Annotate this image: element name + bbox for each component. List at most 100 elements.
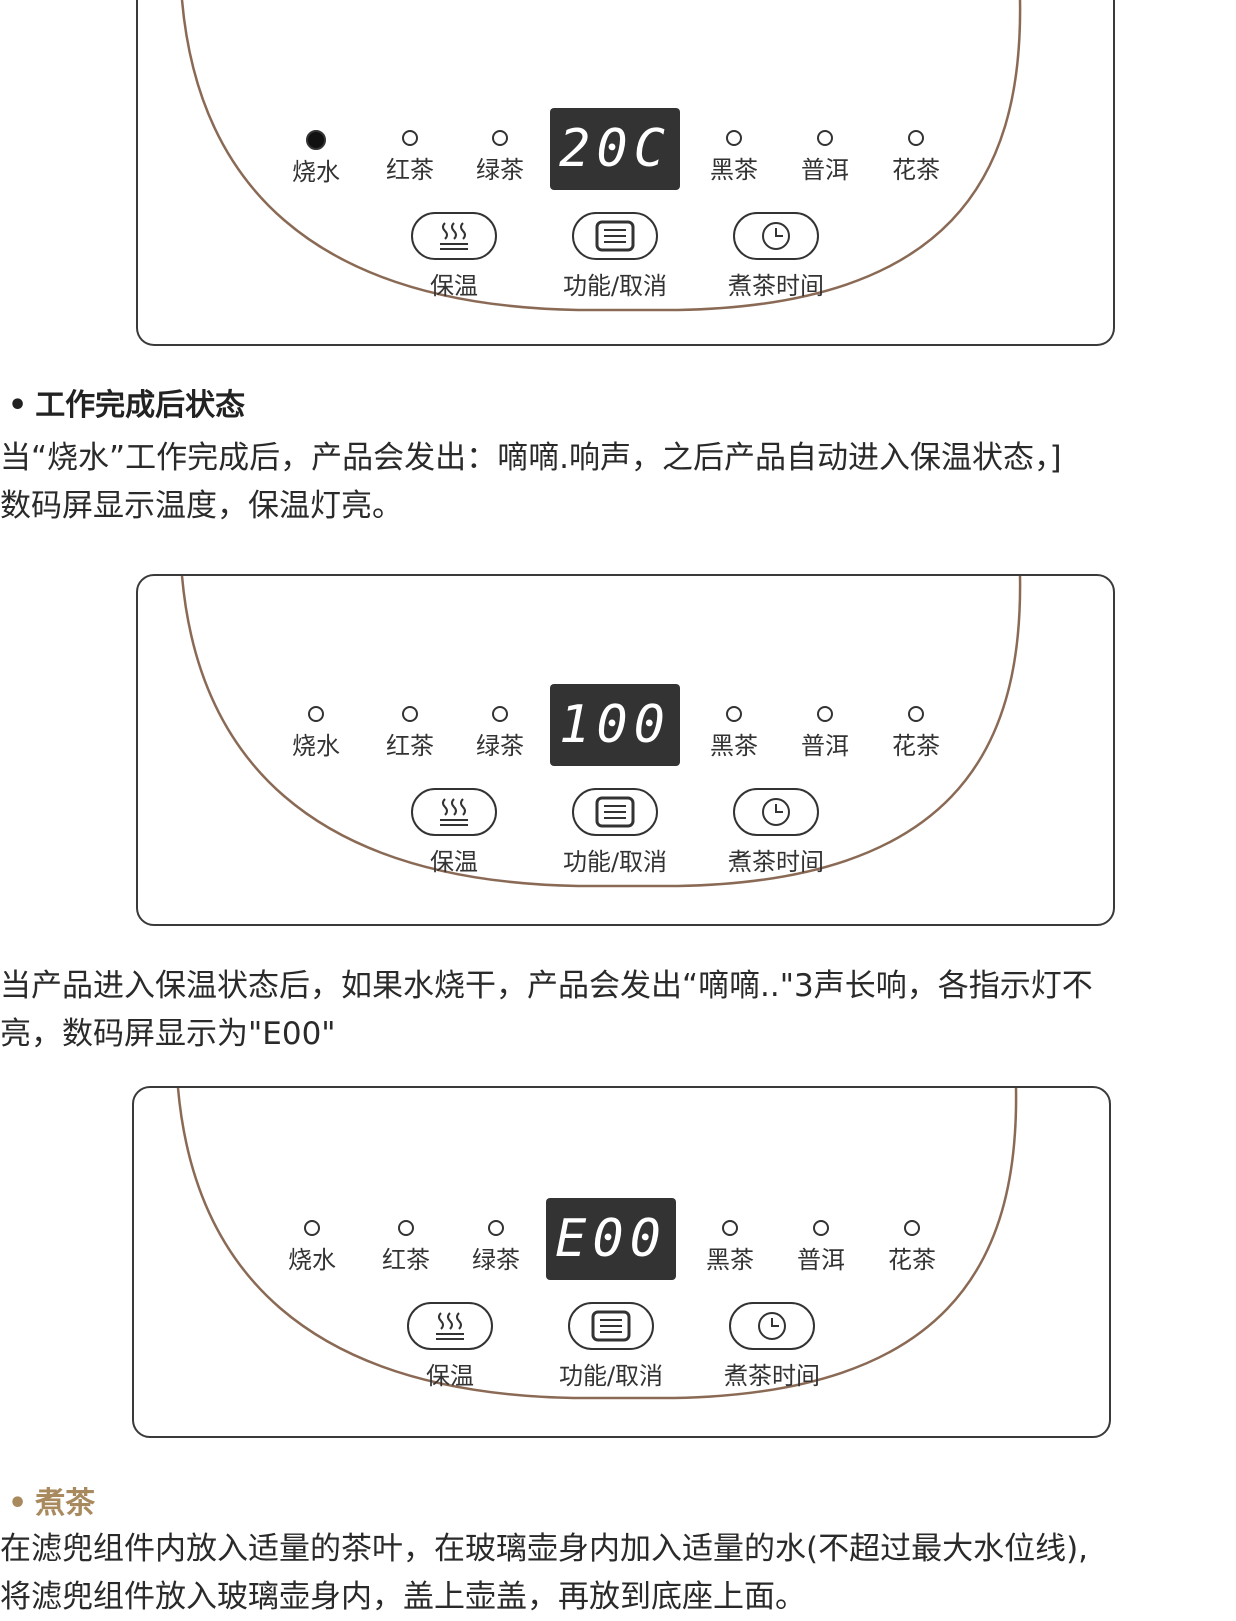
- indicator-puer: 普洱: [790, 130, 860, 185]
- indicator-light: [488, 1220, 504, 1236]
- paragraph: 在滤兜组件内放入适量的茶叶，在玻璃壶身内加入适量的水(不超过最大水位线), 将滤…: [0, 1525, 1236, 1621]
- paragraph-line: 亮，数码屏显示为"E00": [0, 1016, 336, 1052]
- paragraph-line: 数码屏显示温度，保温灯亮。: [0, 488, 403, 524]
- indicator-light: [726, 130, 742, 146]
- paragraph-line: 将滤兜组件放入玻璃壶身内，盖上壶盖，再放到底座上面。: [0, 1579, 806, 1615]
- indicator-label: 红茶: [386, 156, 434, 184]
- digital-display: E00: [546, 1198, 676, 1280]
- steam-icon: [440, 222, 468, 250]
- indicator-red-tea: 红茶: [371, 1220, 441, 1275]
- indicator-label: 黑茶: [706, 1246, 754, 1274]
- paragraph-line: 当产品进入保温状态后，如果水烧干，产品会发出“嘀嘀.."3声长响，各指示灯不: [0, 968, 1093, 1004]
- indicator-green-tea: 绿茶: [461, 1220, 531, 1275]
- brew-time-button: 煮茶时间: [702, 1302, 842, 1391]
- indicator-green-tea: 绿茶: [465, 706, 535, 761]
- paragraph: 当“烧水”工作完成后，产品会发出：嘀嘀.响声，之后产品自动进入保温状态，] 数码…: [0, 434, 1236, 530]
- indicator-light: [402, 130, 418, 146]
- indicator-boil: 烧水: [277, 1220, 347, 1275]
- paragraph: 当产品进入保温状态后，如果水烧干，产品会发出“嘀嘀.."3声长响，各指示灯不 亮…: [0, 962, 1236, 1058]
- indicator-puer: 普洱: [786, 1220, 856, 1275]
- section-heading-brew-tea: •煮茶: [8, 1478, 95, 1522]
- button-label: 保温: [426, 1362, 474, 1390]
- button-label: 保温: [430, 848, 478, 876]
- kettle-base-curve: [176, 1088, 1018, 1400]
- indicator-light: [722, 1220, 738, 1236]
- indicator-light: [908, 130, 924, 146]
- indicator-boil: 烧水: [281, 130, 351, 187]
- function-cancel-button: 功能/取消: [545, 788, 685, 877]
- indicator-label: 红茶: [386, 732, 434, 760]
- function-cancel-button: 功能/取消: [545, 212, 685, 301]
- button-label: 功能/取消: [562, 272, 668, 300]
- heading-text: 煮茶: [35, 1486, 96, 1521]
- indicator-light: [492, 706, 508, 722]
- indicator-label: 花茶: [888, 1246, 936, 1274]
- heading-text: 工作完成后状态: [35, 388, 246, 423]
- indicator-label: 烧水: [292, 158, 340, 186]
- button-label: 煮茶时间: [728, 272, 824, 300]
- indicator-label: 绿茶: [476, 156, 524, 184]
- function-cancel-button: 功能/取消: [541, 1302, 681, 1391]
- clock-icon: [762, 222, 790, 250]
- indicator-label: 绿茶: [476, 732, 524, 760]
- indicator-green-tea: 绿茶: [465, 130, 535, 185]
- indicator-label: 普洱: [801, 156, 849, 184]
- steam-icon: [440, 798, 468, 826]
- indicator-red-tea: 红茶: [375, 130, 445, 185]
- button-label: 煮茶时间: [728, 848, 824, 876]
- kettle-base-curve: [180, 576, 1022, 888]
- clock-icon: [758, 1312, 786, 1340]
- bullet: •: [8, 1486, 28, 1521]
- indicator-label: 黑茶: [710, 732, 758, 760]
- indicator-black-tea: 黑茶: [699, 706, 769, 761]
- indicator-light: [904, 1220, 920, 1236]
- keep-warm-button: 保温: [384, 788, 524, 877]
- indicator-label: 普洱: [801, 732, 849, 760]
- menu-icon: [595, 220, 635, 252]
- indicator-flower-tea: 花茶: [881, 706, 951, 761]
- indicator-label: 烧水: [288, 1246, 336, 1274]
- digital-display: 20C: [550, 108, 680, 190]
- keep-warm-button: 保温: [380, 1302, 520, 1391]
- indicator-label: 黑茶: [710, 156, 758, 184]
- indicator-light: [817, 706, 833, 722]
- indicator-red-tea: 红茶: [375, 706, 445, 761]
- button-label: 功能/取消: [558, 1362, 664, 1390]
- bullet: •: [8, 388, 28, 423]
- control-panel-diagram-3: 烧水 红茶 绿茶 E00 黑茶 普洱 花茶 保温 功能/取消 煮茶时间: [132, 1086, 1111, 1438]
- indicator-light: [304, 1220, 320, 1236]
- indicator-black-tea: 黑茶: [699, 130, 769, 185]
- indicator-light-on: [306, 130, 326, 150]
- button-label: 功能/取消: [562, 848, 668, 876]
- paragraph-line: 在滤兜组件内放入适量的茶叶，在玻璃壶身内加入适量的水(不超过最大水位线),: [0, 1531, 1089, 1567]
- indicator-light: [308, 706, 324, 722]
- indicator-light: [813, 1220, 829, 1236]
- indicator-puer: 普洱: [790, 706, 860, 761]
- brew-time-button: 煮茶时间: [706, 212, 846, 301]
- indicator-label: 烧水: [292, 732, 340, 760]
- button-label: 煮茶时间: [724, 1362, 820, 1390]
- section-heading-after-work: •工作完成后状态: [8, 380, 245, 424]
- kettle-base-curve: [180, 0, 1022, 312]
- indicator-light: [908, 706, 924, 722]
- indicator-boil: 烧水: [281, 706, 351, 761]
- button-label: 保温: [430, 272, 478, 300]
- indicator-black-tea: 黑茶: [695, 1220, 765, 1275]
- indicator-label: 绿茶: [472, 1246, 520, 1274]
- indicator-label: 花茶: [892, 156, 940, 184]
- menu-icon: [595, 796, 635, 828]
- indicator-light: [492, 130, 508, 146]
- indicator-light: [726, 706, 742, 722]
- indicator-light: [398, 1220, 414, 1236]
- digital-display: 100: [550, 684, 680, 766]
- menu-icon: [591, 1310, 631, 1342]
- paragraph-line: 当“烧水”工作完成后，产品会发出：嘀嘀.响声，之后产品自动进入保温状态，]: [0, 440, 1062, 476]
- indicator-label: 普洱: [797, 1246, 845, 1274]
- control-panel-diagram-1: 烧水 红茶 绿茶 20C 黑茶 普洱 花茶 保温 功能/取消 煮茶时间: [136, 0, 1115, 346]
- brew-time-button: 煮茶时间: [706, 788, 846, 877]
- indicator-label: 花茶: [892, 732, 940, 760]
- indicator-light: [402, 706, 418, 722]
- steam-icon: [436, 1312, 464, 1340]
- control-panel-diagram-2: 烧水 红茶 绿茶 100 黑茶 普洱 花茶 保温 功能/取消 煮茶时间: [136, 574, 1115, 926]
- indicator-label: 红茶: [382, 1246, 430, 1274]
